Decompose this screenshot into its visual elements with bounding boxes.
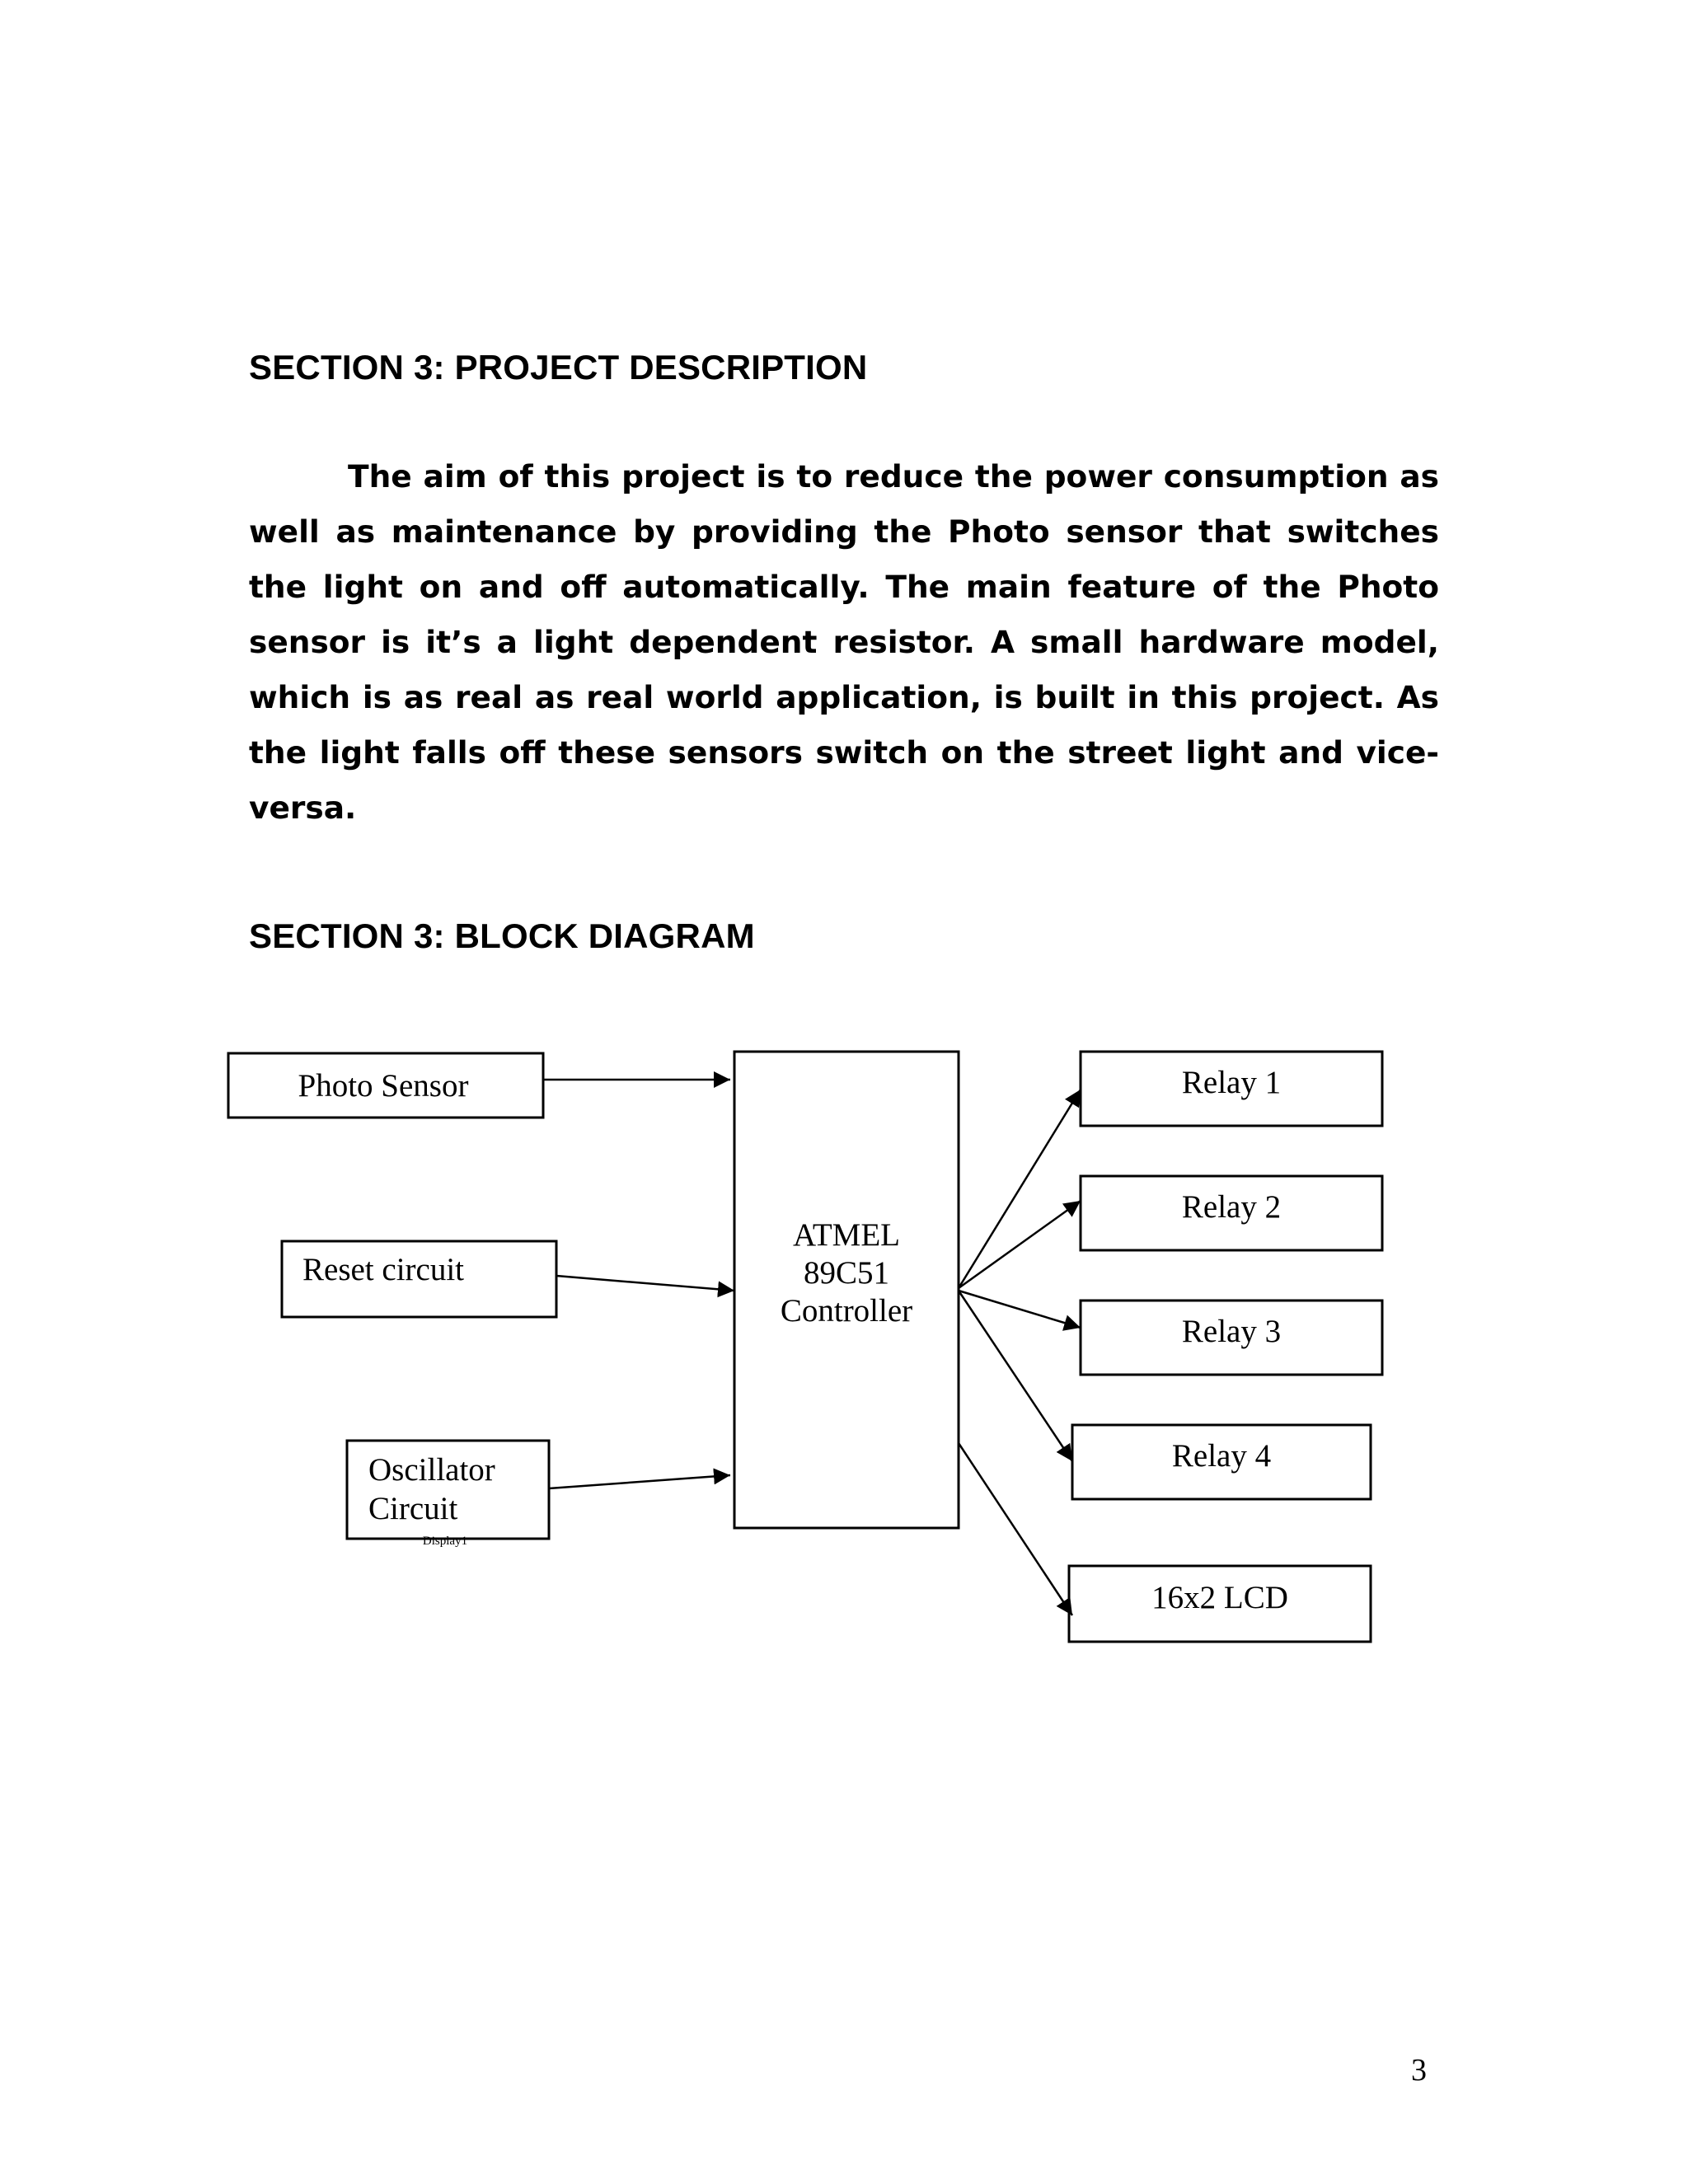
relay-4-block: Relay 4 <box>1071 1423 1372 1501</box>
section-heading-project-description: SECTION 3: PROJECT DESCRIPTION <box>249 348 868 387</box>
controller-block: ATMEL 89C51 Controller <box>733 1050 960 1530</box>
oscillator-label-line2: Circuit <box>368 1491 457 1526</box>
arrow-oscillator-to-controller <box>548 1468 731 1490</box>
reset-circuit-label: Reset circuit <box>302 1252 464 1287</box>
lcd-label: 16x2 LCD <box>1151 1580 1288 1615</box>
oscillator-label-line1: Oscillator <box>368 1452 495 1488</box>
reset-circuit-block: Reset circuit <box>280 1240 558 1319</box>
relay-2-label: Relay 2 <box>1182 1189 1281 1225</box>
arrow-controller-to-relay-3 <box>958 1289 1081 1331</box>
arrow-controller-to-relay-1 <box>957 1089 1082 1289</box>
oscillator-sublabel: Display1 <box>423 1535 467 1548</box>
arrow-controller-to-relay-2 <box>958 1199 1081 1290</box>
arrow-controller-to-relay-4 <box>957 1290 1074 1462</box>
controller-label-line3: Controller <box>781 1293 912 1329</box>
relay-1-block: Relay 1 <box>1079 1050 1384 1127</box>
photo-sensor-block: Photo Sensor <box>227 1052 545 1119</box>
arrow-reset-to-controller <box>556 1274 735 1298</box>
photo-sensor-label: Photo Sensor <box>298 1068 469 1104</box>
oscillator-circuit-block: Oscillator Circuit Display1 <box>345 1439 551 1548</box>
relay-1-label: Relay 1 <box>1182 1065 1281 1100</box>
controller-label-line2: 89C51 <box>804 1255 889 1291</box>
relay-3-label: Relay 3 <box>1182 1314 1281 1349</box>
section-heading-block-diagram: SECTION 3: BLOCK DIAGRAM <box>249 916 755 955</box>
relay-3-block: Relay 3 <box>1079 1299 1384 1376</box>
page-number: 3 <box>1411 2053 1427 2088</box>
lcd-block: 16x2 LCD <box>1067 1564 1372 1643</box>
relay-2-block: Relay 2 <box>1079 1174 1384 1252</box>
project-description-paragraph: The aim of this project is to reduce the… <box>249 458 1439 826</box>
arrow-controller-to-lcd <box>957 1442 1074 1616</box>
relay-4-label: Relay 4 <box>1172 1438 1271 1474</box>
controller-label-line1: ATMEL <box>793 1217 900 1253</box>
